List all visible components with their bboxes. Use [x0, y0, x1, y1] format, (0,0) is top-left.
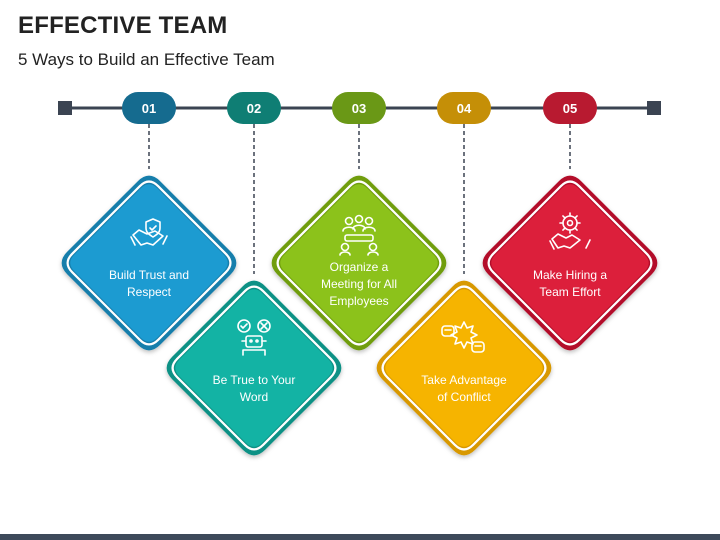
step-diamond-outline: [66, 180, 232, 346]
step-label: Make Hiring a Team Effort: [510, 267, 630, 301]
step-number: 03: [352, 101, 366, 116]
step-label-line: Respect: [126, 285, 172, 299]
step-diamond-outline: [276, 180, 442, 346]
step-label-line: Meeting for All: [320, 277, 398, 291]
gear-handshake-icon: [549, 212, 591, 250]
step-3: 03: [271, 92, 447, 351]
step-label-line: Make Hiring a: [532, 268, 608, 282]
step-diamond-fill: [491, 184, 649, 342]
page-subtitle: 5 Ways to Build an Effective Team: [18, 50, 275, 69]
conflict-fists-icon: [441, 321, 485, 353]
step-2: 02: [166, 92, 342, 456]
step-label-line: Organize a: [329, 260, 389, 274]
step-diamond-fill: [70, 184, 228, 342]
step-diamond-outline: [171, 285, 337, 451]
page-title: EFFECTIVE TEAM: [18, 12, 228, 39]
step-1: 01: [61, 92, 237, 351]
step-5: 05: [482, 92, 658, 351]
step-number: 01: [142, 101, 156, 116]
step-number-pill: [227, 92, 281, 124]
step-label-line: Build Trust and: [108, 268, 190, 282]
step-diamond-fill: [280, 184, 438, 342]
step-label-line: Be True to Your: [212, 373, 296, 387]
bottom-bar: [0, 534, 720, 540]
step-diamond-outline: [487, 180, 653, 346]
step-number-pill: [437, 92, 491, 124]
robot-dialog-icon: [237, 319, 271, 356]
step-label-line: Word: [239, 390, 269, 404]
step-number-pill: [332, 92, 386, 124]
step-label: Take Advantage of Conflict: [404, 372, 524, 406]
step-4: 04: [376, 92, 552, 456]
timeline-start-square: [58, 101, 72, 115]
step-number: 02: [247, 101, 261, 116]
step-diamond-fill: [385, 289, 543, 447]
step-label-line: Take Advantage: [421, 373, 507, 387]
team-meeting-icon: [339, 214, 379, 256]
step-diamond-fill: [175, 289, 333, 447]
step-number-pill: [543, 92, 597, 124]
shield-handshake-icon: [130, 218, 168, 246]
step-label-line: Employees: [329, 294, 389, 308]
step-number: 04: [457, 101, 472, 116]
step-label-line: Team Effort: [539, 285, 601, 299]
timeline-end-square: [647, 101, 661, 115]
step-diamond-outline: [381, 285, 547, 451]
step-number-pill: [122, 92, 176, 124]
step-number: 05: [563, 101, 577, 116]
step-label-line: of Conflict: [437, 390, 491, 404]
